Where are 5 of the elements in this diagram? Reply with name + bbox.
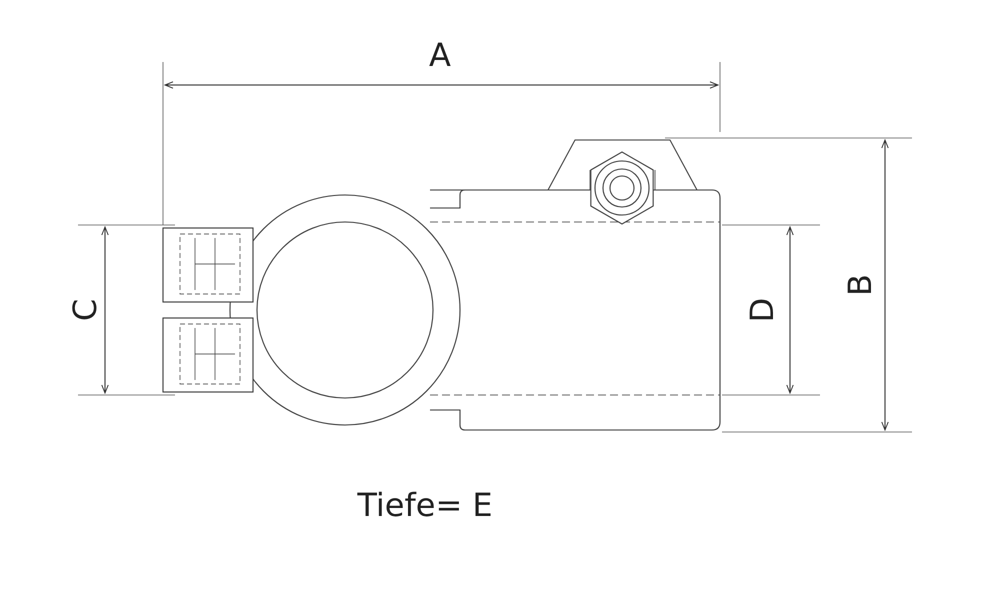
dimension-label: C [69,298,101,322]
dimension-label: D [746,298,778,322]
depth-note: Tiefe= E [357,489,493,521]
dimension-label: B [844,274,876,296]
dimension-label: A [429,39,451,71]
